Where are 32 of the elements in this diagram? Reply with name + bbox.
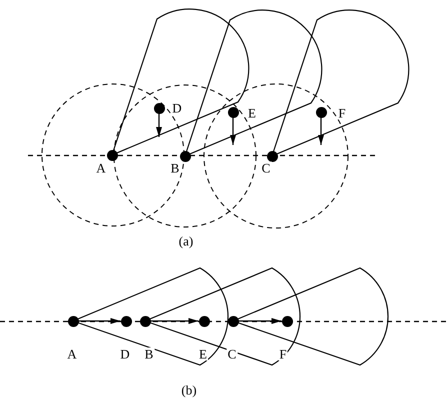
point-label: B xyxy=(170,162,180,174)
point-label: E xyxy=(247,106,257,120)
point-label: A xyxy=(66,348,78,360)
arrow xyxy=(150,318,198,324)
point-label: A xyxy=(95,162,107,174)
dot-icon xyxy=(198,316,210,326)
arrow xyxy=(318,118,324,145)
arrow xyxy=(78,318,120,324)
point-label: F xyxy=(278,348,288,360)
point-label: D xyxy=(171,102,183,114)
dot-icon xyxy=(316,106,326,118)
point-label: C xyxy=(226,348,238,360)
dot-icon xyxy=(140,316,150,326)
dot-icon xyxy=(106,150,118,160)
dot-icon xyxy=(228,316,238,326)
arrow xyxy=(156,114,162,137)
dot-icon xyxy=(120,316,132,326)
point-label: B xyxy=(144,348,154,360)
dot-icon xyxy=(180,150,190,162)
point-label: E xyxy=(198,348,208,360)
dot-icon xyxy=(68,316,78,326)
dot-icon xyxy=(266,150,278,162)
subfigure-label: (a) xyxy=(178,234,194,248)
arrow xyxy=(238,318,282,324)
arrow xyxy=(230,118,236,145)
point-label: D xyxy=(119,348,131,360)
point-label: C xyxy=(260,162,272,174)
dot-icon xyxy=(282,316,292,326)
dot-icon xyxy=(228,106,238,118)
point-label: F xyxy=(337,106,347,120)
subfigure-label: (b) xyxy=(181,384,197,396)
dot-icon xyxy=(154,102,164,114)
